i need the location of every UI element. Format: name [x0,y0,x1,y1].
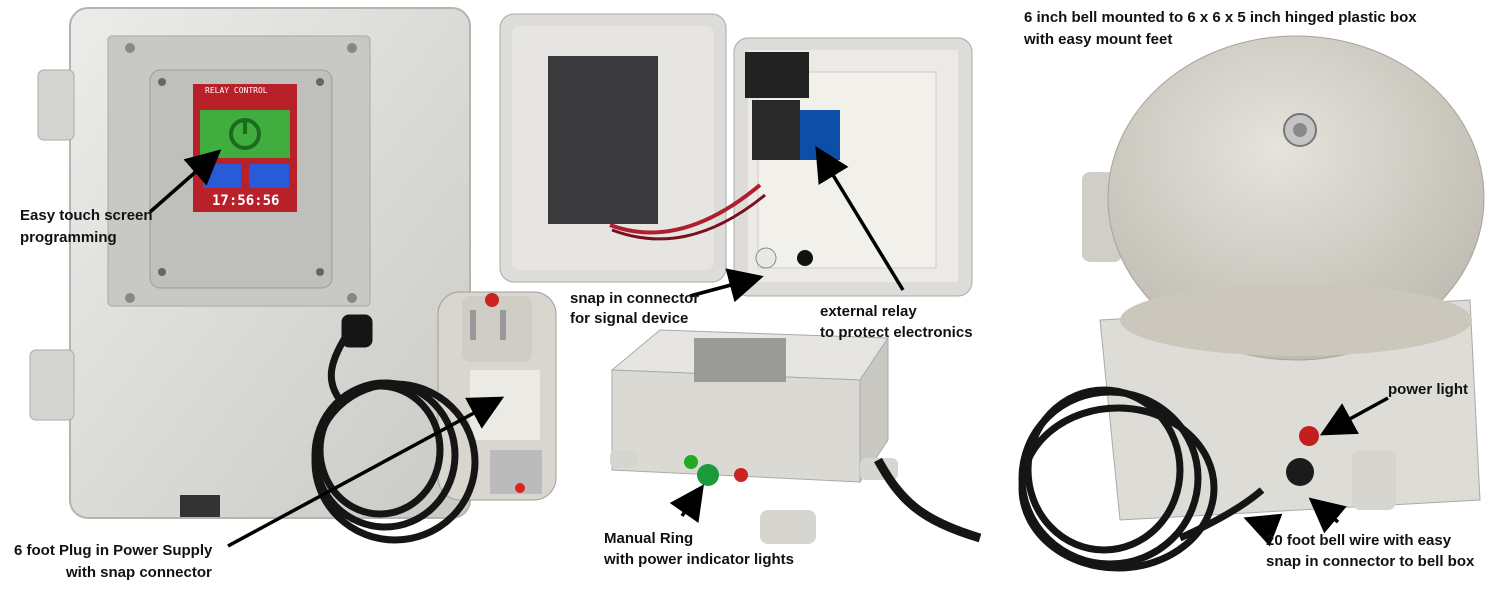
bell-dome [1107,35,1485,361]
label-bell-wire-2: snap in connector to bell box [1266,553,1475,570]
label-bell-mount-2: with easy mount feet [1024,31,1173,48]
label-power-supply-2: with snap connector [66,564,212,581]
callout-arrows [148,146,1389,548]
label-power-supply-1: 6 foot Plug in Power Supply [14,542,213,559]
label-snap-connector-1: snap in connector [570,290,700,307]
label-external-relay-2: to protect electronics [820,324,973,341]
label-bell-wire-1: 20 foot bell wire with easy [1266,532,1452,549]
screen-clock: 17:56:56 [212,193,280,209]
manual-ring-box [610,329,982,544]
coiled-cable-right [1018,386,1265,572]
label-touch-screen-1: Easy touch screen [20,207,153,224]
label-touch-screen-2: programming [20,229,117,246]
label-external-relay-1: external relay [820,303,917,320]
screen-title: RELAY CONTROL [205,86,268,95]
open-enclosure [499,13,973,297]
label-manual-ring-1: Manual Ring [604,530,694,547]
label-bell-mount-1: 6 inch bell mounted to 6 x 6 x 5 inch hi… [1024,9,1417,26]
label-snap-connector-2: for signal device [570,310,689,327]
label-power-light: power light [1388,381,1468,398]
label-manual-ring-2: with power indicator lights [604,551,795,568]
coiled-cable-left [311,314,479,544]
